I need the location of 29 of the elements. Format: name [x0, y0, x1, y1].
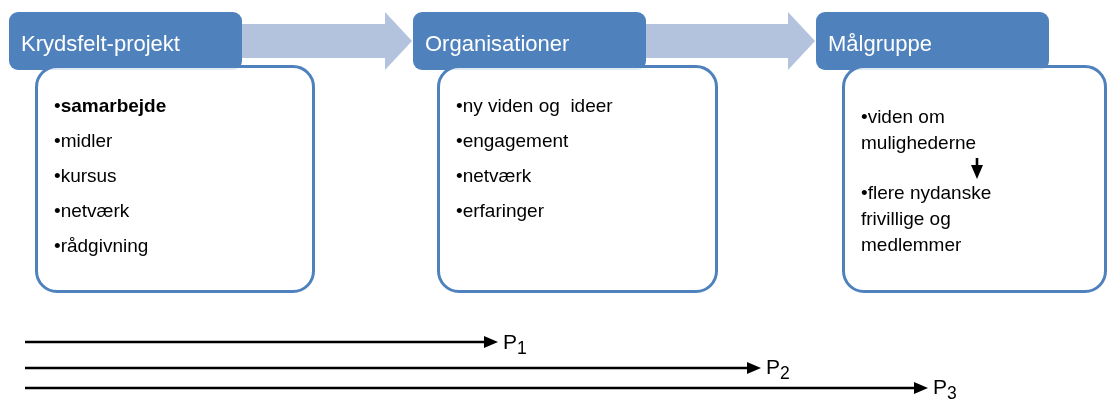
stage-title: Organisationer — [425, 30, 571, 58]
content-card — [437, 65, 718, 293]
bullet-text: •kursus — [54, 164, 118, 188]
stage-title: Krydsfelt-projekt — [21, 30, 181, 58]
phase-label: P$_{2}$ — [766, 355, 806, 385]
arrow — [971, 158, 983, 179]
stage-header — [413, 12, 646, 70]
bullet-text: •rådgivning — [54, 234, 150, 258]
stage-header — [816, 12, 1049, 70]
bullet-text: •viden om mulighederne — [861, 104, 1021, 158]
arrow — [25, 336, 498, 348]
stage-header — [9, 12, 242, 70]
bullet-text: •erfaringer — [456, 199, 545, 223]
block-arrow — [646, 12, 815, 70]
bullet-text: •midler — [54, 129, 114, 153]
bullet-text: •ny viden og ideer — [456, 94, 614, 118]
phase-label: P$_{1}$ — [503, 330, 543, 360]
phase-label: P$_{3}$ — [933, 375, 973, 403]
bullet-text: •samarbejde — [54, 94, 168, 118]
arrow — [25, 362, 761, 374]
arrow — [25, 382, 928, 394]
bullet-text: •netværk — [54, 199, 131, 223]
bullet-text: •flere nydanske frivillige og medlemmer — [861, 180, 1051, 260]
content-card — [35, 65, 315, 293]
bullet-text: •engagement — [456, 129, 570, 153]
content-card — [842, 65, 1107, 293]
block-arrow — [242, 12, 412, 70]
bullet-text: •netværk — [456, 164, 533, 188]
stage-title: Målgruppe — [828, 30, 933, 58]
